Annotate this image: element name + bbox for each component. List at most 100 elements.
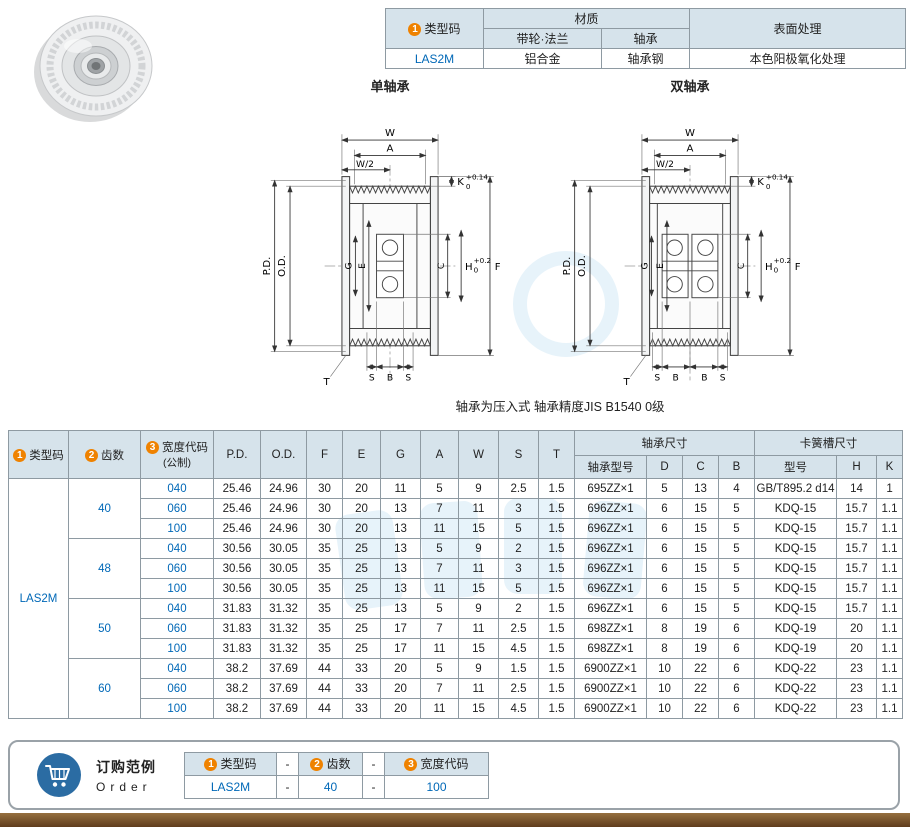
cell: 1.1 — [875, 638, 904, 659]
dim-label-b: B — [701, 373, 707, 383]
separator-cell: - — [276, 751, 299, 776]
cell: 696ZZ×1 — [574, 538, 647, 559]
cell: 20 — [836, 618, 877, 639]
cart-icon — [37, 753, 81, 797]
drawing-caption: 轴承为压入式 轴承精度JIS B1540 0级 — [455, 400, 665, 414]
cell: 5 — [718, 578, 755, 599]
table-row: LAS2M - 40 - 100 — [184, 774, 489, 799]
cell: 17 — [380, 618, 421, 639]
dim-label-f: F — [795, 262, 801, 273]
cell: KDQ-15 — [754, 558, 837, 579]
cell: 11 — [458, 678, 499, 699]
dim-label-s: S — [720, 373, 726, 383]
cell: 1.5 — [538, 698, 575, 719]
header-h: H — [836, 455, 877, 479]
cell: 9 — [458, 538, 499, 559]
dim-label-e: E — [656, 263, 666, 269]
header-a: A — [420, 430, 459, 479]
order-value-teeth: 40 — [298, 774, 363, 799]
header-pd: P.D. — [213, 430, 261, 479]
cell: 1.5 — [538, 598, 575, 619]
cell: KDQ-15 — [754, 598, 837, 619]
circled-number: 3 — [404, 758, 418, 771]
circled-number: 1 — [408, 23, 422, 36]
cell: 31.83 — [213, 638, 261, 659]
cell: 8 — [646, 638, 683, 659]
cell: 11 — [420, 518, 459, 539]
cell: 25 — [342, 558, 381, 579]
cell: 1.5 — [538, 678, 575, 699]
cell: 15.7 — [836, 578, 877, 599]
cell: 35 — [306, 538, 343, 559]
cell: 15 — [682, 598, 719, 619]
cell: 15 — [458, 518, 499, 539]
cell: 44 — [306, 658, 343, 679]
cell: 35 — [306, 618, 343, 639]
cell: 15.7 — [836, 538, 877, 559]
cell: 11 — [420, 638, 459, 659]
header-circlip-group: 卡簧槽尺寸 — [753, 430, 904, 456]
cell: 11 — [458, 618, 499, 639]
cell: 7 — [420, 618, 459, 639]
header-pulley-flange: 带轮·法兰 — [483, 28, 602, 49]
cell: 15 — [458, 638, 499, 659]
cell: 35 — [306, 638, 343, 659]
cell: 31.32 — [260, 618, 307, 639]
single-bearing-svg: W A W/2 K +0.14 0 P.D. O.D. G E C H +0.2… — [262, 128, 501, 388]
dim-label-k: K — [757, 177, 764, 188]
cell-width-code: 100 — [140, 578, 214, 599]
header-circlip-model: 型号 — [754, 455, 837, 479]
dim-label-h-tol-top: +0.2 — [774, 256, 791, 265]
cell: 7 — [420, 678, 459, 699]
cell: 15.7 — [836, 498, 877, 519]
dimension-lines — [270, 134, 494, 377]
cell: 5 — [420, 658, 459, 679]
cell: 6 — [718, 698, 755, 719]
cell: 6 — [646, 558, 683, 579]
cell: 8 — [646, 618, 683, 639]
header-k: K — [875, 455, 904, 479]
cell: 5 — [718, 598, 755, 619]
cell: 38.2 — [213, 658, 261, 679]
cell: 13 — [682, 478, 719, 499]
cell: 1.1 — [875, 678, 904, 699]
cell-bearing-material: 轴承钢 — [600, 48, 691, 69]
cell: 1.5 — [498, 658, 539, 679]
cell: 9 — [458, 658, 499, 679]
cell: KDQ-15 — [754, 578, 837, 599]
cell-width-code: 100 — [140, 698, 214, 719]
cell: 6 — [646, 598, 683, 619]
cell: 38.2 — [213, 678, 261, 699]
cell: 3 — [498, 498, 539, 519]
cell-surface-treatment: 本色阳极氧化处理 — [689, 48, 907, 69]
cell: 30.05 — [260, 538, 307, 559]
header-bearing-model: 轴承型号 — [574, 455, 647, 479]
order-example-text: 订购范例 Order — [96, 757, 156, 794]
cell: 30 — [306, 478, 343, 499]
header-b: B — [718, 455, 755, 479]
cell: 25.46 — [213, 518, 261, 539]
dim-label-k-tol-top: +0.14 — [466, 172, 488, 181]
cell: 20 — [380, 678, 421, 699]
cell: 15 — [458, 578, 499, 599]
cell: 3 — [498, 558, 539, 579]
cell: 1.1 — [875, 658, 904, 679]
cell: 35 — [306, 578, 343, 599]
dim-label-k-tol-bottom: 0 — [766, 182, 771, 191]
cell: 15 — [682, 518, 719, 539]
cell: 6 — [718, 678, 755, 699]
header-label: 宽度代码 — [420, 757, 469, 771]
dim-label-t: T — [322, 377, 330, 388]
cell: 696ZZ×1 — [574, 578, 647, 599]
dim-label-w-half: W/2 — [656, 160, 674, 170]
cell: KDQ-19 — [754, 618, 837, 639]
cell: 33 — [342, 678, 381, 699]
cell: 1.1 — [875, 698, 904, 719]
dim-label-pd: P.D. — [262, 257, 273, 276]
